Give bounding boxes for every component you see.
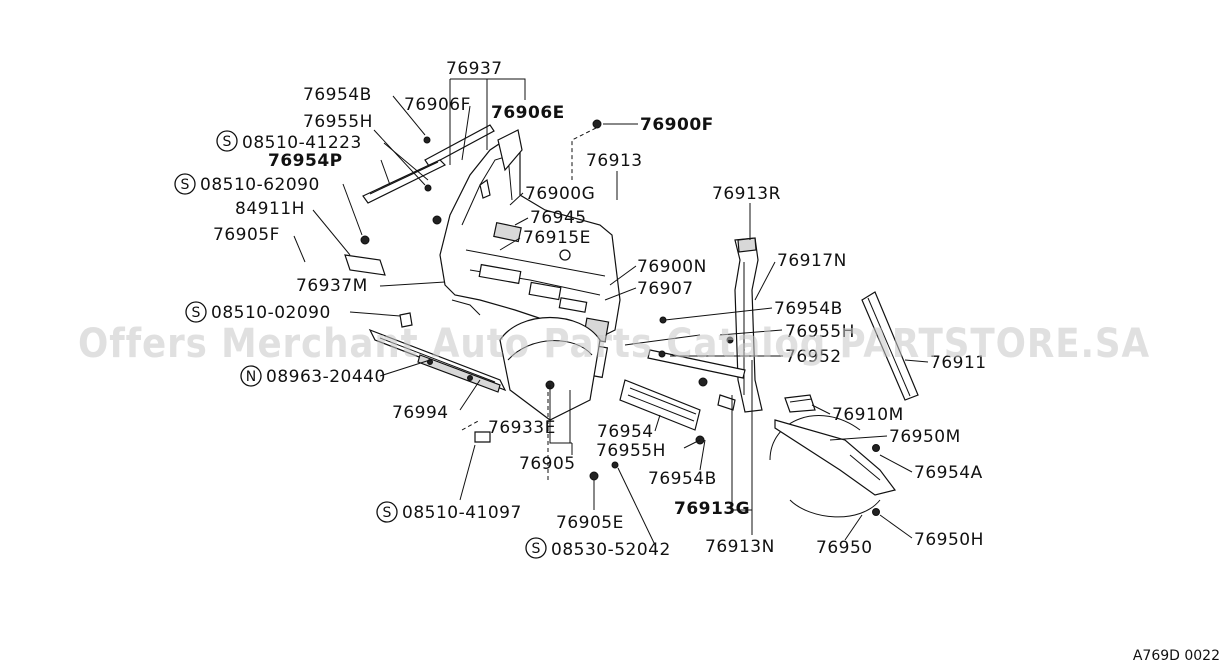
symbol-s-3: S [185,301,207,323]
label-76911: 76911 [930,353,987,373]
strip-76954P [344,159,447,276]
sill-strip-76994 [368,312,507,443]
label-08530-52042: 08530-52042 [551,540,671,560]
label-76913N: 76913N [705,537,775,557]
label-76945: 76945 [530,208,587,228]
label-76954B-mid: 76954B [648,469,717,489]
label-08510-62090: 08510-62090 [200,175,320,195]
label-76917N: 76917N [777,251,847,271]
svg-text:S: S [532,541,541,557]
pillar-strip-76911 [861,291,919,401]
svg-text:S: S [181,177,190,193]
symbol-n-1: N [240,365,262,387]
label-76955H-mid: 76955H [596,441,666,461]
label-76906E: 76906E [491,103,565,123]
label-08510-02090: 08510-02090 [211,303,331,323]
label-76954B-top: 76954B [303,85,372,105]
label-76950H: 76950H [914,530,984,550]
label-76913R: 76913R [712,184,781,204]
label-76954B-right: 76954B [774,299,843,319]
label-84911H: 84911H [235,199,305,219]
label-76913G: 76913G [674,499,750,519]
label-76950: 76950 [816,538,873,558]
label-76937M: 76937M [296,276,368,296]
brace-strip [624,316,746,379]
label-76955H-right: 76955H [785,322,855,342]
screw-08530-52042 [611,461,619,469]
leader-lines [293,78,929,546]
symbol-s-4: S [376,501,398,523]
label-76905: 76905 [519,454,576,474]
bracket-76910M [784,394,816,413]
part-labels: 76937 76954B 76906F 76906E 76955H 08510-… [200,59,987,560]
watermark: Offers Merchant Auto Parts Catalog PARTS… [78,321,1150,367]
standard-part-symbols: S S S N S S [174,130,547,559]
bolt-76905E [589,471,599,481]
label-76955H-top: 76955H [303,112,373,132]
label-08510-41223: 08510-41223 [242,133,362,153]
svg-text:S: S [192,305,201,321]
label-76954P: 76954P [268,151,343,171]
symbol-s-2: S [174,173,196,195]
label-76994: 76994 [392,403,449,423]
diagram-reference: A769D 0022 [1133,648,1220,664]
bolt-76900F [592,119,602,129]
label-76905E: 76905E [556,513,624,533]
label-76900N: 76900N [637,257,707,277]
label-08510-41097: 08510-41097 [402,503,522,523]
label-76900F: 76900F [640,115,714,135]
symbol-s-1: S [216,130,238,152]
label-76933E: 76933E [488,418,556,438]
parts-artwork [344,119,919,518]
label-76952: 76952 [785,347,842,367]
label-76913: 76913 [586,151,643,171]
label-76910M: 76910M [832,405,904,425]
label-76905F: 76905F [213,225,280,245]
label-76937: 76937 [446,59,503,79]
wheel-house-right [769,415,897,518]
label-76950M: 76950M [889,427,961,447]
label-76954A: 76954A [914,463,983,483]
label-76915E: 76915E [523,228,591,248]
svg-text:S: S [223,134,232,150]
label-76906F: 76906F [404,95,471,115]
wheel-house-left [499,316,601,421]
label-76954: 76954 [597,422,654,442]
svg-text:S: S [383,505,392,521]
label-76900G: 76900G [525,184,595,204]
svg-text:N: N [246,369,256,385]
upper-trim-strip [423,124,523,199]
label-08963-20440: 08963-20440 [266,367,386,387]
label-76907: 76907 [637,279,694,299]
lower-step-76954 [619,377,708,445]
symbol-s-5: S [525,537,547,559]
